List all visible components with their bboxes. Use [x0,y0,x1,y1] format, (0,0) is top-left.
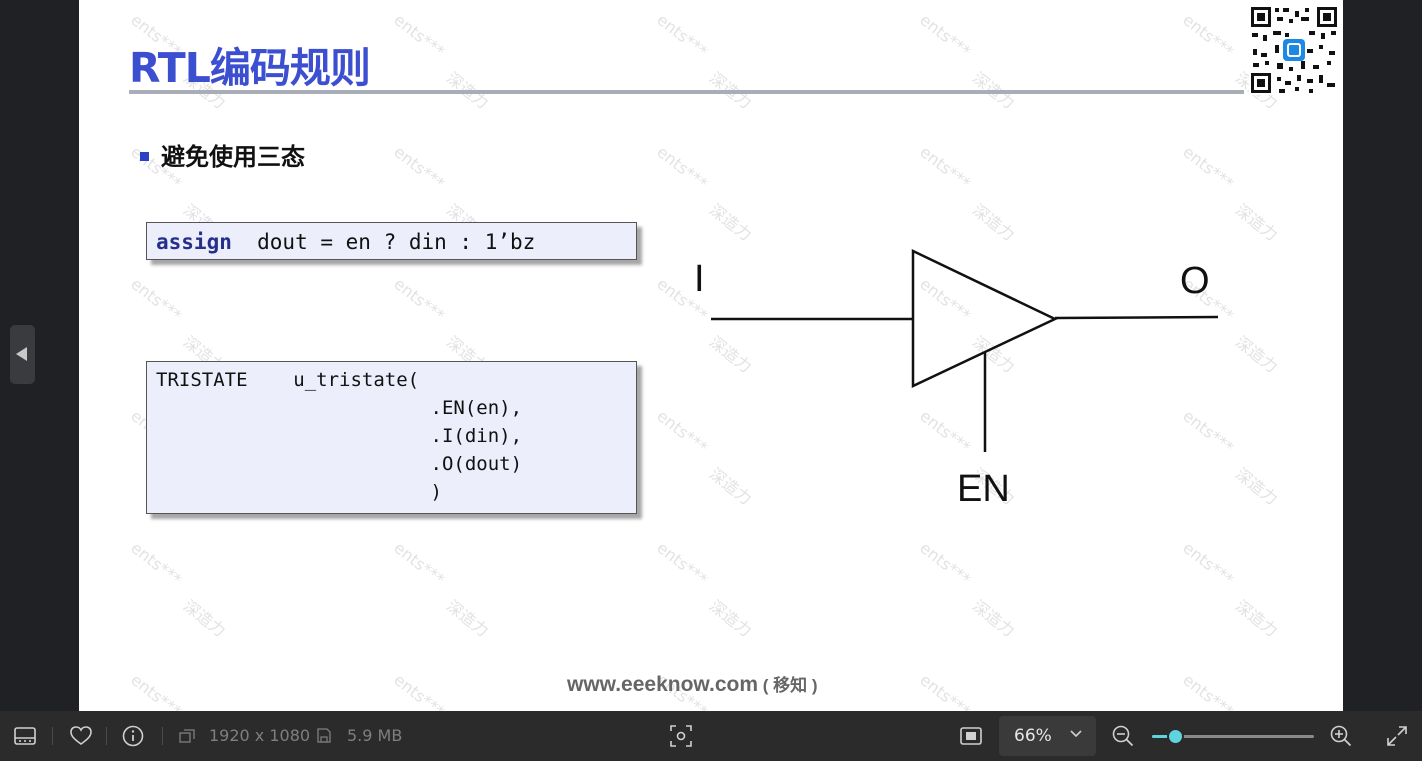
zoom-out-icon [1112,725,1134,747]
watermark-text: ents*** [390,274,449,326]
code-tristate-box: TRISTATE u_tristate( .EN(en), .I(din), .… [146,361,637,514]
qr-code-icon [1249,5,1339,95]
slideshow-icon [14,727,36,745]
watermark-text: 深造力 [1231,200,1282,245]
watermark-text: ents*** [1179,670,1238,711]
watermark-text: ents*** [390,538,449,590]
chevron-down-icon [1070,730,1082,738]
footer-url: www.eeeknow.com ( 移知 ) [567,671,818,697]
watermark-text: ents*** [1179,10,1238,62]
image-resolution: 1920 x 1080 [209,726,311,745]
resolution-icon [179,729,195,743]
image-fit-icon [960,727,982,745]
previous-image-button[interactable] [10,325,35,384]
ocr-scan-button[interactable] [666,721,696,751]
watermark-text: 深造力 [179,596,230,641]
watermark-text: 深造力 [968,200,1019,245]
info-icon [122,725,144,747]
fullscreen-icon [1387,726,1407,746]
watermark-text: 深造力 [968,332,1019,377]
watermark-text: ents*** [127,274,186,326]
zoom-level-dropdown[interactable]: 66% [999,716,1096,756]
zoom-level-value: 66% [1014,726,1052,746]
toolbar-divider [52,727,53,745]
watermark-text: 深造力 [968,596,1019,641]
previous-arrow-icon [16,347,27,361]
watermark-text: 深造力 [1231,464,1282,509]
watermark-text: ents*** [916,142,975,194]
watermark-text: ents*** [1179,406,1238,458]
ocr-scan-icon [670,725,692,747]
file-size-icon [317,728,331,743]
watermark-text: 深造力 [1231,596,1282,641]
watermark-text: ents*** [390,142,449,194]
viewer-toolbar: 1920 x 1080 5.9 MB 66% [0,711,1422,761]
output-label: O [1180,260,1210,302]
code-assign-expression: dout = en ? din : 1’bz [231,230,536,254]
watermark-text: ents*** [127,670,186,711]
toolbar-divider [106,727,107,745]
footer-url-text: www.eeeknow.com [567,673,758,696]
file-info-button[interactable] [118,721,148,751]
watermark-text: 深造力 [705,332,756,377]
footer-note: ( 移知 ) [758,676,818,695]
zoom-in-icon [1330,725,1352,747]
toolbar-divider [162,727,163,745]
watermark-text: ents*** [1179,142,1238,194]
slideshow-button[interactable] [10,721,40,751]
zoom-in-button[interactable] [1326,721,1356,751]
watermark-text: 深造力 [705,596,756,641]
image-fit-button[interactable] [956,721,986,751]
bullet-text: 避免使用三态 [161,143,305,171]
watermark-text: 深造力 [705,464,756,509]
watermark-text: ents*** [916,10,975,62]
title-underline [129,90,1244,94]
code-keyword: assign [156,230,232,254]
favorite-button[interactable] [66,721,96,751]
file-size: 5.9 MB [347,726,403,745]
watermark-text: ents*** [127,538,186,590]
bullet-marker [140,152,149,161]
slide-title: RTL编码规则 [129,44,371,92]
input-label: I [694,258,705,300]
slide-image: ents*** 深造力 ents*** 深造力 ents*** 深造力 ents*** 深造力… [79,0,1343,711]
output-wire [1054,315,1219,320]
watermark-text: ents*** [916,406,975,458]
watermark-text: ents*** [653,538,712,590]
watermark-text: ents*** [653,142,712,194]
watermark-text: 深造力 [705,200,756,245]
buffer-triangle [911,249,1058,388]
zoom-slider-track[interactable] [1152,735,1314,738]
zoom-slider-thumb[interactable] [1167,728,1184,745]
watermark-text: ents*** [390,10,449,62]
watermark-text: ents*** [390,670,449,711]
watermark-text: ents*** [916,538,975,590]
watermark-text: ents*** [916,670,975,711]
fullscreen-button[interactable] [1382,721,1412,751]
watermark-text: 深造力 [442,596,493,641]
heart-icon [70,726,92,745]
watermark-text: ents*** [1179,538,1238,590]
watermark-text: ents*** [653,10,712,62]
watermark-text: ents*** [916,274,975,326]
code-assign-box: assign dout = en ? din : 1’bz [146,222,637,260]
enable-label: EN [957,468,1010,510]
watermark-text: ents*** [653,406,712,458]
zoom-out-button[interactable] [1108,721,1138,751]
image-viewer: ents*** 深造力 ents*** 深造力 ents*** 深造力 ents*** 深造力… [10,0,1343,711]
watermark-text: 深造力 [1231,332,1282,377]
zoom-slider-fill [1152,735,1175,738]
